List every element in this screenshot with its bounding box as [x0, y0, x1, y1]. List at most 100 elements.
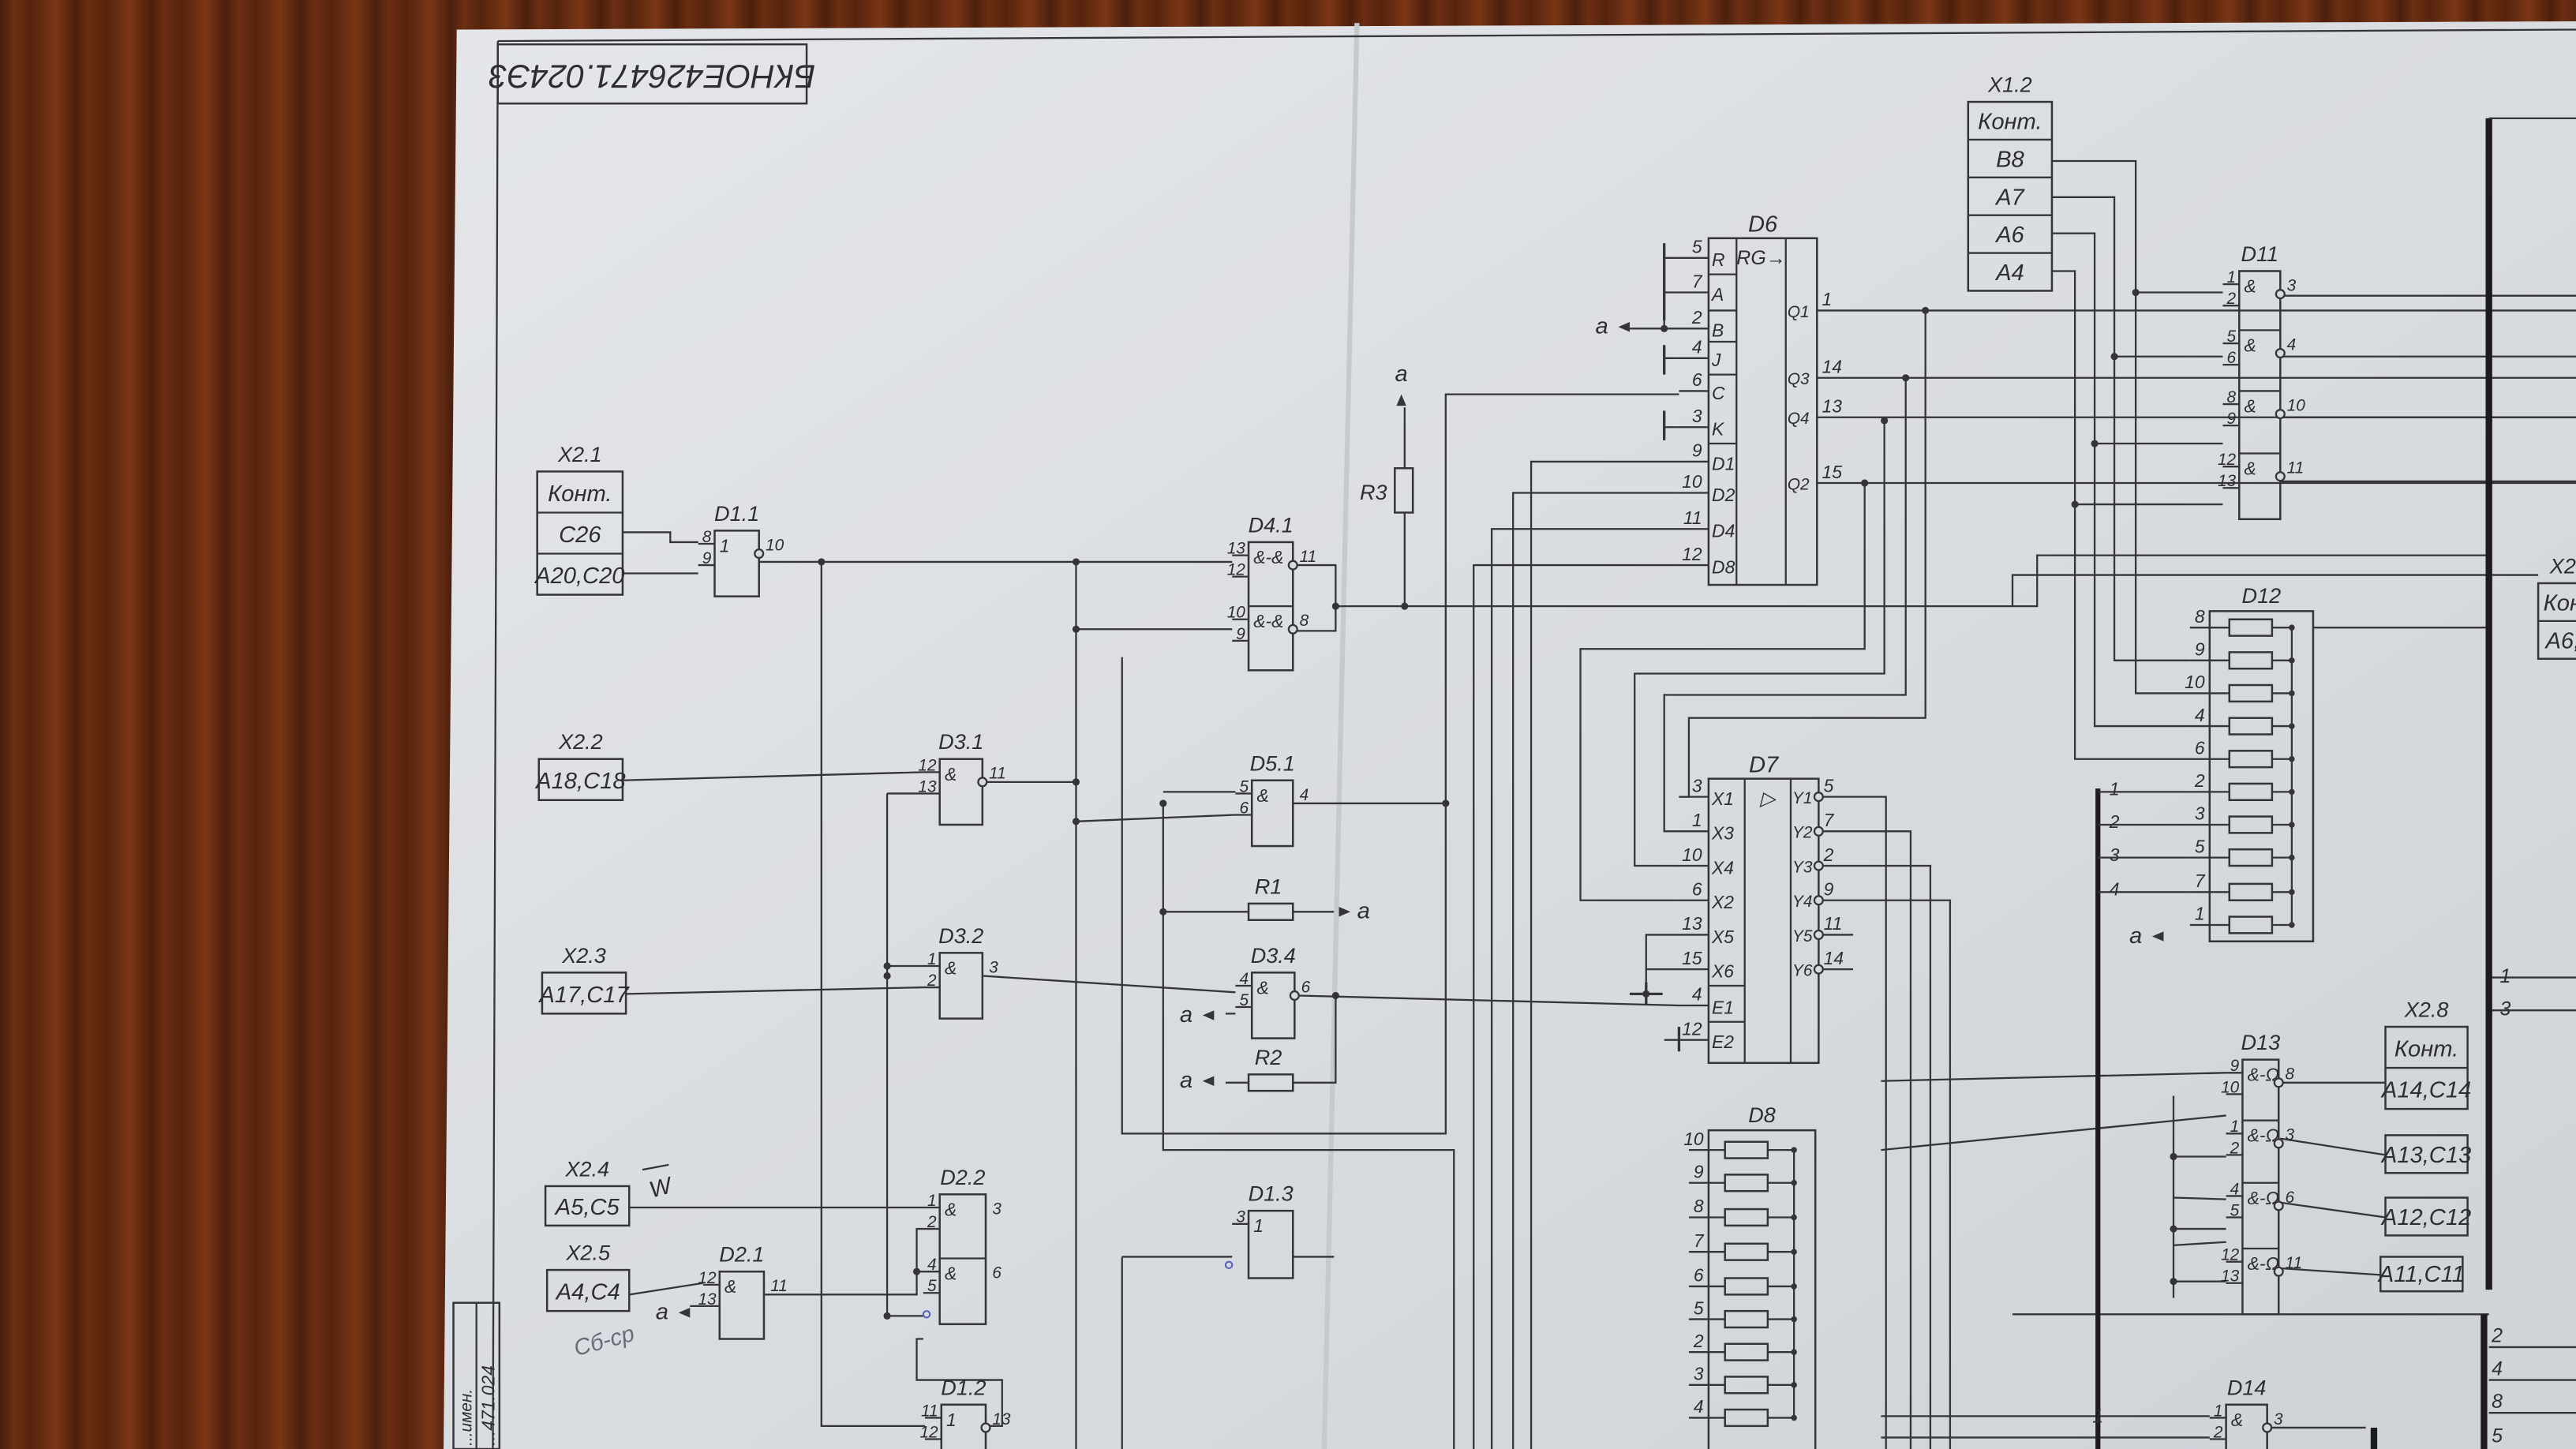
pin-number: 10 [1683, 1129, 1704, 1149]
wire [1076, 814, 1236, 822]
resistor-label: R1 [1255, 874, 1282, 898]
pin-number: 1 [927, 950, 937, 968]
bus-pin-number: 8 [2492, 1391, 2503, 1413]
pin-number: 9 [2230, 1057, 2240, 1075]
pin-number: 10 [1682, 844, 1702, 865]
inversion-bubble [1813, 826, 1824, 837]
net-label-text: a [1395, 361, 1408, 387]
register-D7: D7▷3X11X310X46X213X515X64E112E2Y15Y27Y32… [1679, 752, 1844, 1065]
connector-contact: Конт. [548, 481, 612, 507]
wire [915, 1227, 923, 1272]
pin-number: 6 [2195, 737, 2205, 758]
stamp-block: ...имен. ...471.024 [452, 1301, 501, 1449]
bus-pin-number: 3 [2500, 998, 2511, 1020]
connector-label: X2.1 [557, 443, 602, 466]
wire [622, 531, 698, 544]
pin-number: 2 [927, 1213, 937, 1231]
register-label: D6 [1748, 212, 1778, 238]
pin-number: 11 [2286, 1254, 2303, 1272]
wire [1881, 1072, 2226, 1082]
net-label-a: a [1339, 899, 1370, 924]
connector-contact: В8 [1996, 147, 2024, 172]
array-label: D12 [2242, 584, 2282, 608]
connector-box [545, 1268, 631, 1312]
gate-symbol: 1 [946, 1410, 957, 1430]
inversion-bubble [1813, 964, 1824, 975]
register-body [1707, 237, 1818, 586]
inversion-bubble [2275, 409, 2286, 420]
register-function: ▷ [1759, 788, 1777, 810]
gate-symbol: & [2245, 395, 2256, 416]
inversion-bubble [2275, 347, 2286, 359]
resistor-R3: R3 [1360, 467, 1414, 514]
gate-symbol: & [1256, 977, 1268, 998]
pin-number: 3 [2286, 1126, 2295, 1144]
pin-number: 11 [989, 765, 1006, 783]
pin-number: 4 [2195, 705, 2205, 725]
junction-dot [1072, 625, 1080, 633]
wire [1823, 899, 1952, 1449]
junction-dot [883, 1312, 891, 1320]
wire [915, 1338, 1003, 1428]
register-body [1707, 777, 1820, 1065]
pin-number: 12 [698, 1269, 717, 1287]
bus-line-number: 1 [2110, 779, 2120, 799]
junction-dot [1791, 1283, 1797, 1290]
connector-X2: X2КонА6, [2537, 554, 2576, 660]
gate-label: D3.4 [1251, 944, 1296, 968]
pin-number: 13 [1227, 540, 1246, 558]
pin-number: 6 [1301, 978, 1311, 996]
pin-number: 6 [1692, 369, 1702, 390]
pin-number: 11 [1300, 548, 1317, 566]
junction-dot [883, 962, 891, 970]
pin-number: 9 [2195, 639, 2205, 660]
gate-label: D11 [2241, 242, 2278, 266]
net-label-a: a [1595, 314, 1630, 339]
gate-symbol: 1 [720, 535, 730, 556]
pin-number: 5 [2195, 836, 2205, 856]
pin-number: 7 [2195, 871, 2206, 891]
inversion-bubble [2273, 1200, 2284, 1211]
pin-number: 3 [1236, 1208, 1245, 1226]
connector-x2-8-row: А12,С12 [2380, 1196, 2471, 1237]
pin-number: 13 [698, 1290, 717, 1309]
pin-number: 3 [1692, 775, 1702, 796]
wire [1823, 864, 1932, 1449]
junction-dot [2170, 1225, 2177, 1233]
wire [982, 975, 1236, 994]
junction-dot [2289, 624, 2295, 631]
arrow-icon [1618, 322, 1630, 332]
inversion-bubble [1287, 560, 1298, 571]
wire [2280, 1137, 2386, 1156]
connector-label: X2.4 [564, 1157, 609, 1181]
pin-name: Y2 [1792, 824, 1813, 842]
wire [2173, 1196, 2226, 1200]
pin-number: 13 [2221, 1267, 2240, 1286]
gate-label: D3.1 [938, 730, 983, 754]
gate-symbol: & [945, 957, 957, 978]
net-label-text: a [1180, 1002, 1193, 1028]
connector-contact: А4 [1994, 260, 2024, 286]
pin-number: 7 [1824, 810, 1835, 830]
connector-contact: А4,С4 [555, 1280, 620, 1305]
bus-pin-number: 5 [2492, 1425, 2503, 1447]
junction-dot [1072, 778, 1080, 786]
arrow-icon [678, 1307, 691, 1318]
pin-number: 4 [1300, 786, 1309, 804]
inversion-bubble [2273, 1138, 2284, 1149]
inversion-bubble [980, 1422, 991, 1433]
title-block: БКНОЕ426471.024Э3 [489, 43, 815, 105]
wire [1579, 483, 1866, 901]
pin-number: 5 [1692, 237, 1702, 257]
gate-body [1250, 779, 1294, 848]
pin-number: 2 [1693, 1331, 1704, 1351]
inversion-bubble [2273, 1077, 2284, 1088]
array-body [1707, 1129, 1817, 1449]
gate-symbol: 1 [1253, 1215, 1264, 1236]
bus-line-number: 3 [2110, 844, 2120, 865]
pin-number: 6 [1239, 799, 1249, 817]
gate-body [938, 758, 984, 826]
pin-name: X6 [1711, 961, 1734, 982]
